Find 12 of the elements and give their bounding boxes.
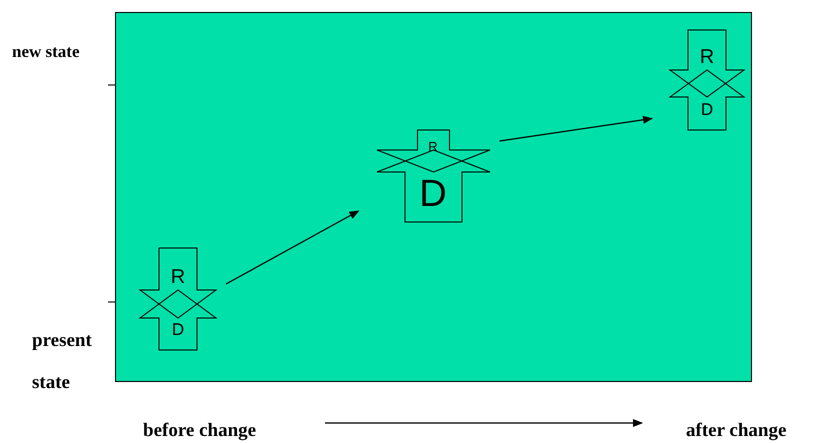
axis-label: after change <box>686 420 786 442</box>
force-label: D <box>170 321 186 338</box>
force-label: R <box>427 140 439 153</box>
force-label: R <box>698 47 716 68</box>
axis-label: before change <box>143 420 256 442</box>
arrow <box>226 210 360 285</box>
force-label: D <box>700 100 714 118</box>
axis-label: new state <box>12 42 80 62</box>
force-label: D <box>418 174 448 213</box>
axis-label: present state <box>32 329 93 395</box>
arrow <box>499 116 653 142</box>
force-label: R <box>170 266 186 287</box>
